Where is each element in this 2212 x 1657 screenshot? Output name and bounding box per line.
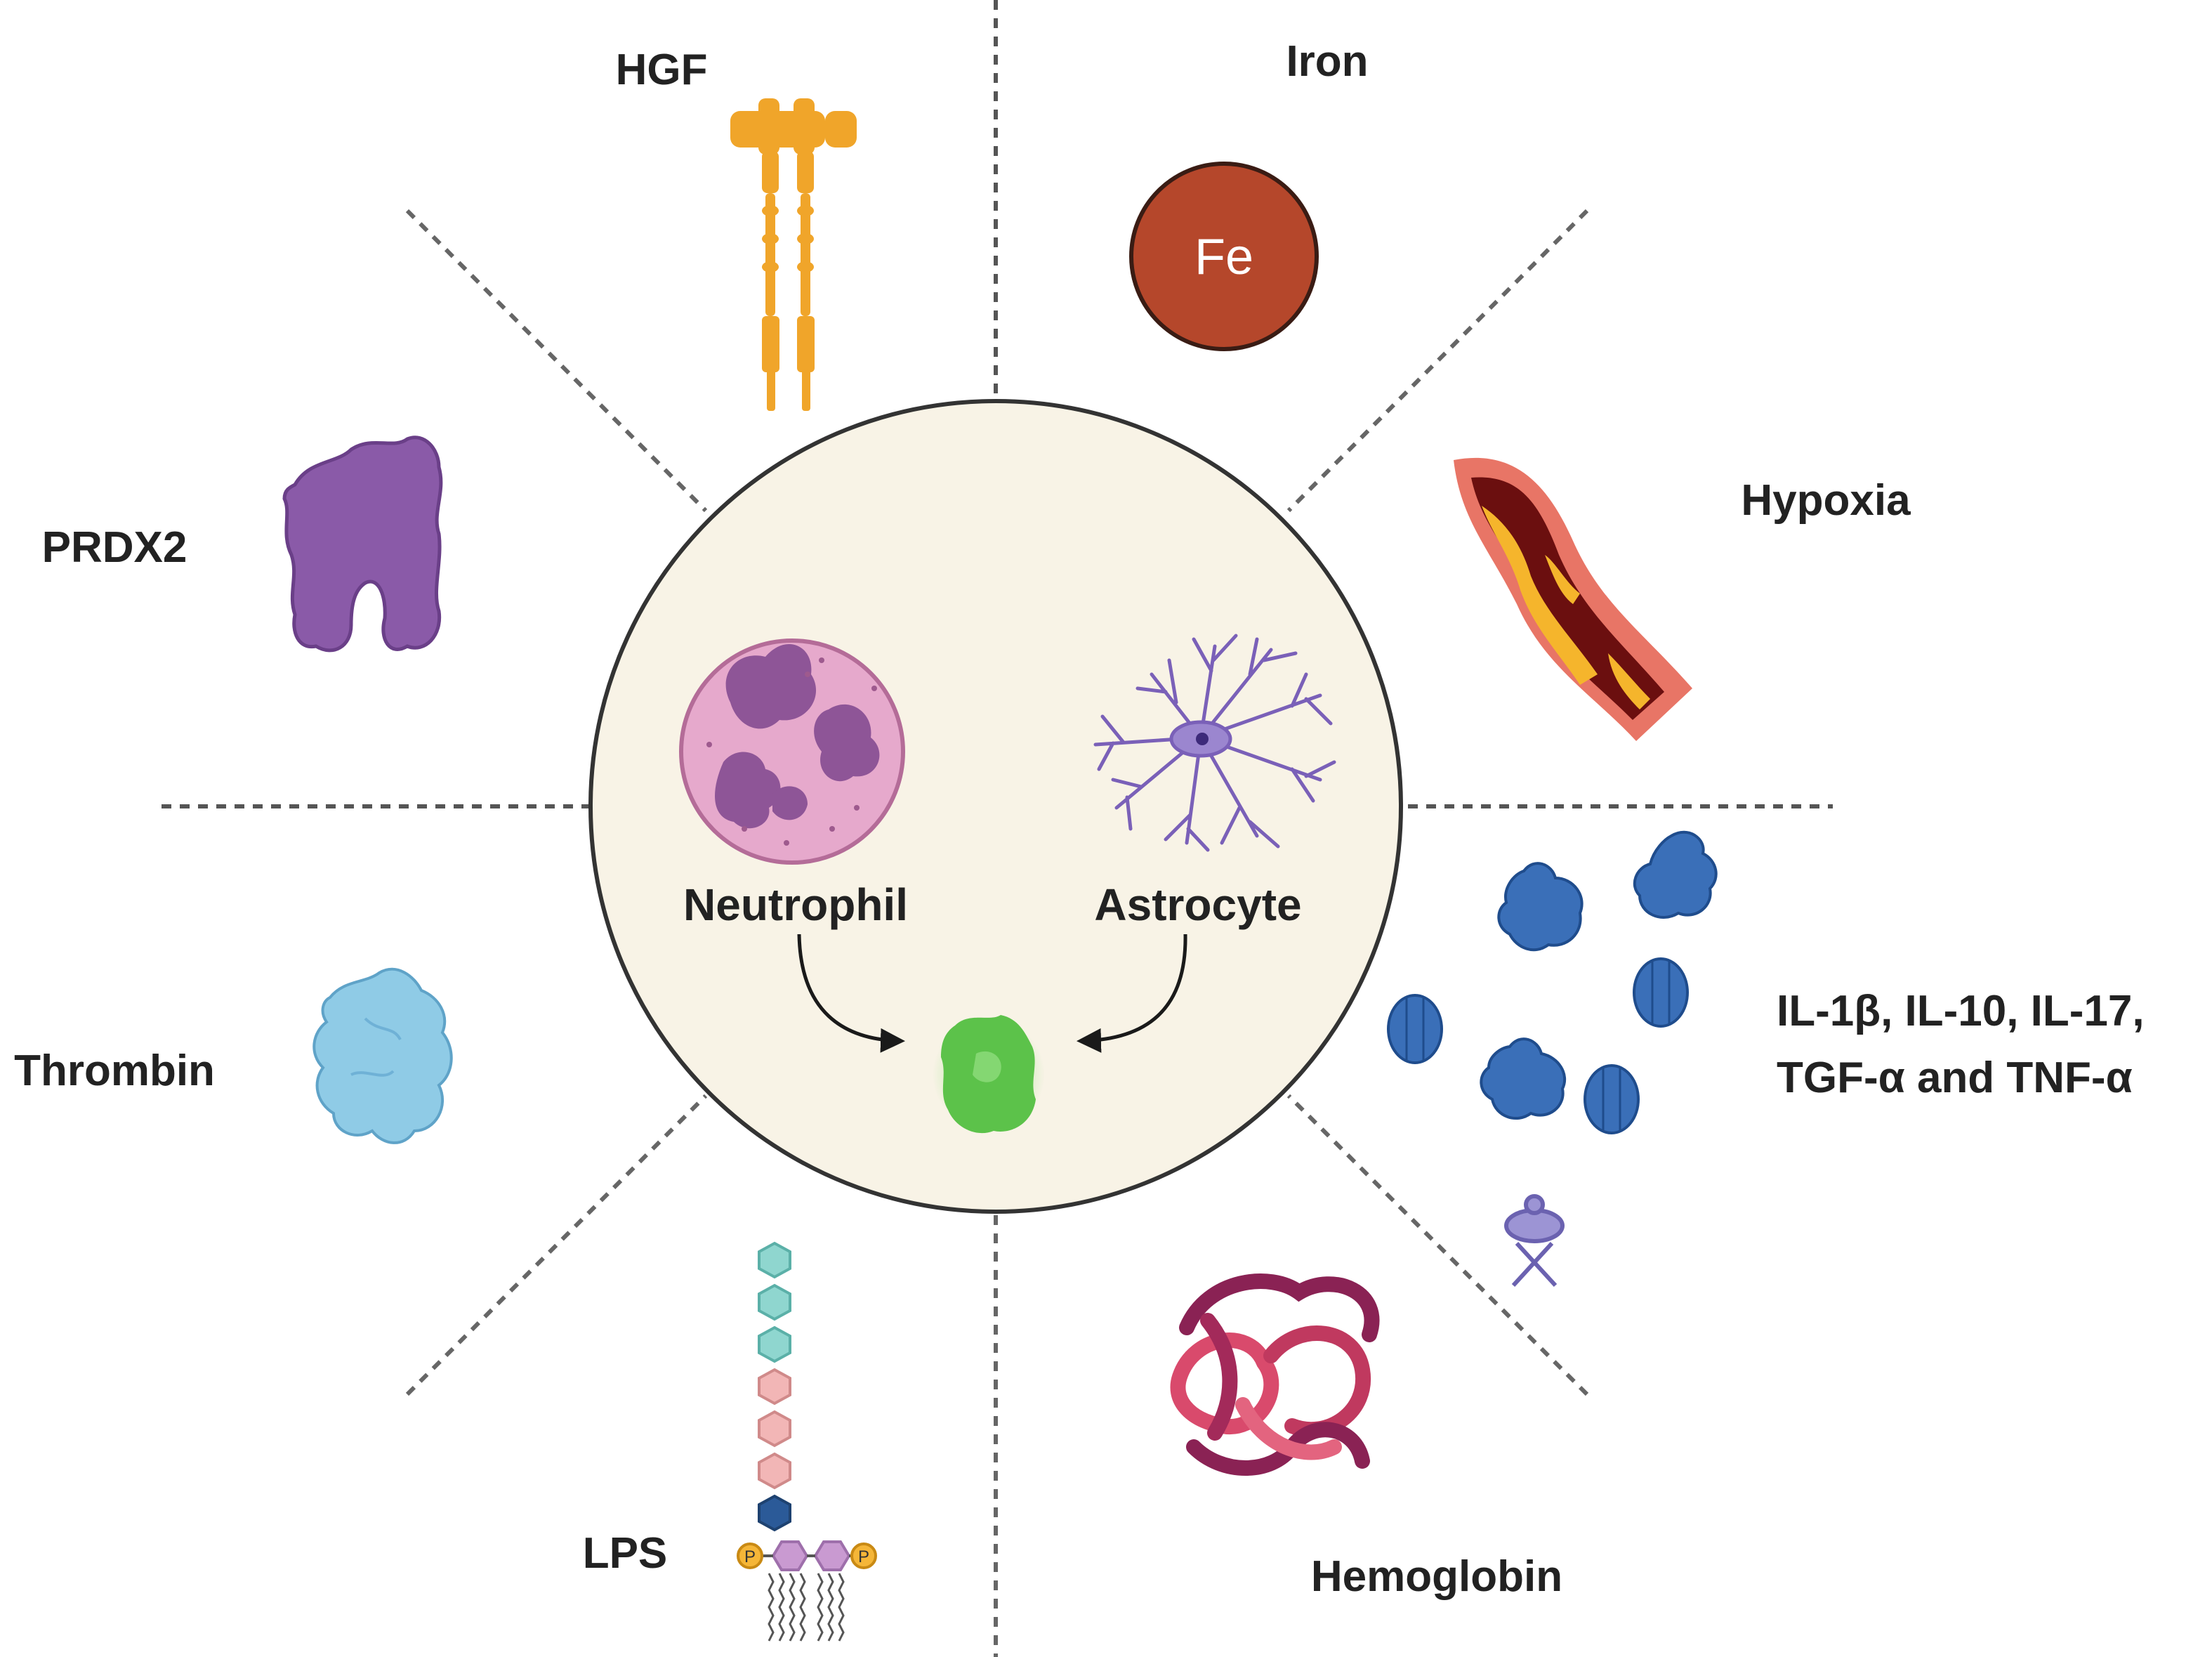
iron-label: Iron	[1286, 37, 1368, 86]
cytokine-barrel-2	[1633, 957, 1689, 1028]
center-circle	[588, 399, 1403, 1214]
prdx2-label: PRDX2	[42, 523, 187, 572]
cytokine-shape-2	[1633, 830, 1718, 919]
divider-top-left	[405, 209, 708, 513]
cytokine-barrel-lines	[1405, 961, 1671, 1131]
astrocyte-label: Astrocyte	[1094, 879, 1301, 930]
arrow-neutrophil-to-microglia	[797, 934, 905, 1053]
cytokines-label-line2: TGF-α and TNF-α	[1777, 1054, 2133, 1102]
arrow-astrocyte-to-microglia	[1077, 934, 1187, 1053]
cytokine-shape-3	[1480, 1037, 1567, 1120]
hgf-icon	[730, 98, 857, 411]
phosphate-right-icon	[850, 1543, 877, 1569]
small-receptor-icon	[1504, 1194, 1565, 1288]
neutrophil-icon	[679, 638, 905, 865]
divider-top-right	[1286, 209, 1589, 513]
hypoxia-label: Hypoxia	[1741, 476, 1911, 525]
cytokine-shape-1	[1497, 862, 1584, 952]
prdx2-icon	[282, 435, 443, 653]
hgf-label: HGF	[616, 46, 708, 94]
neutrophil-label: Neutrophil	[683, 879, 908, 930]
iron-icon: Fe	[1129, 162, 1319, 351]
cytokine-barrel-1	[1387, 994, 1443, 1064]
lps-icon: P P	[737, 1241, 877, 1571]
thrombin-label: Thrombin	[14, 1047, 215, 1095]
divider-bottom-left	[405, 1094, 708, 1396]
thrombin-icon	[312, 967, 453, 1144]
cytokine-icons	[1387, 830, 1718, 1134]
astrocyte-icon	[1093, 634, 1336, 852]
cytokine-barrel-3	[1584, 1064, 1640, 1134]
phosphate-left-label: P	[744, 1547, 756, 1566]
microglia-icon	[933, 1015, 1045, 1134]
lps-lipid-tails	[768, 1573, 845, 1642]
divider-lines	[162, 0, 1833, 1657]
divider-bottom-right	[1286, 1094, 1589, 1396]
phosphate-left-icon	[737, 1543, 763, 1569]
hemoglobin-label: Hemoglobin	[1311, 1552, 1562, 1601]
hemoglobin-icon	[1170, 1273, 1380, 1476]
iron-symbol: Fe	[1194, 229, 1253, 285]
hypoxia-icon	[1454, 457, 1692, 741]
lps-label: LPS	[583, 1529, 668, 1578]
cytokines-label-line1: IL-1β, IL-10, IL-17,	[1777, 987, 2145, 1035]
phosphate-right-label: P	[858, 1547, 869, 1566]
